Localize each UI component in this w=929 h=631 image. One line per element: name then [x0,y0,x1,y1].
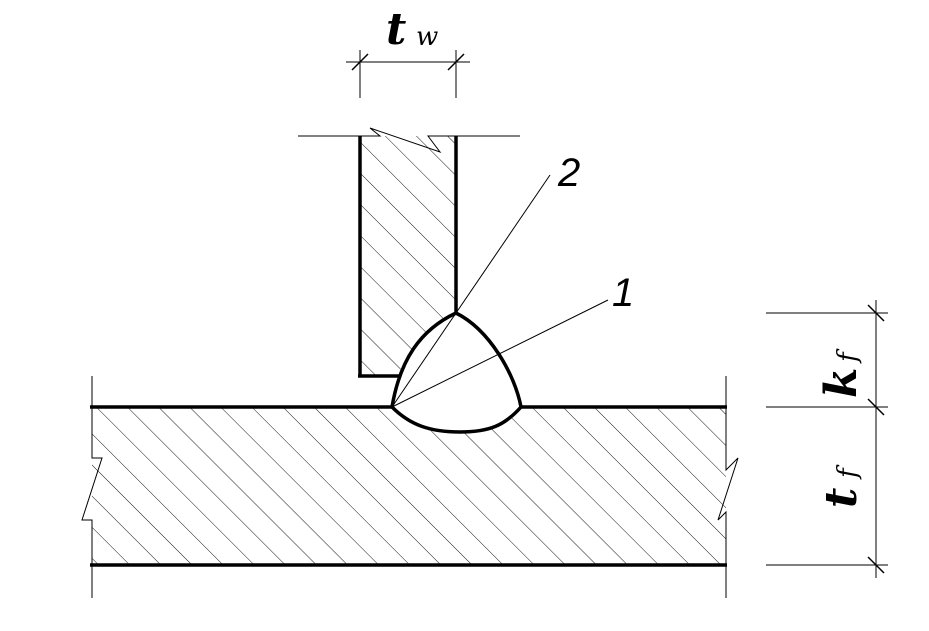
dimension-kf-tf: k f t f [766,300,888,578]
dimension-tw: t w [346,4,470,98]
kf-label-main: k [816,368,867,399]
tf-label-main: t [816,488,867,508]
tf-tick-bottom [867,556,885,574]
web-top-break-line [298,127,520,153]
callout-leaders [391,174,609,408]
flange-left-break-line [81,376,103,598]
flange-plate [81,376,739,598]
tw-label-sub: w [416,22,438,52]
fillet-weld [390,311,523,434]
leader-line-1 [391,299,609,408]
tf-label-sub: f [833,464,863,480]
leader-line-2 [391,174,551,408]
tw-tick-right [447,53,465,71]
kf-tick-top [867,304,885,322]
callout-number-2: 2 [557,151,580,195]
flange-hatch [92,407,726,565]
kf-tick-mid [867,398,885,416]
tw-tick-left [351,53,369,71]
flange-right-break-line [717,376,739,598]
kf-label-sub: f [833,348,863,364]
callout-number-1: 1 [612,271,634,315]
weld-bead-outline [390,311,523,434]
tw-label-main: t [386,4,406,55]
